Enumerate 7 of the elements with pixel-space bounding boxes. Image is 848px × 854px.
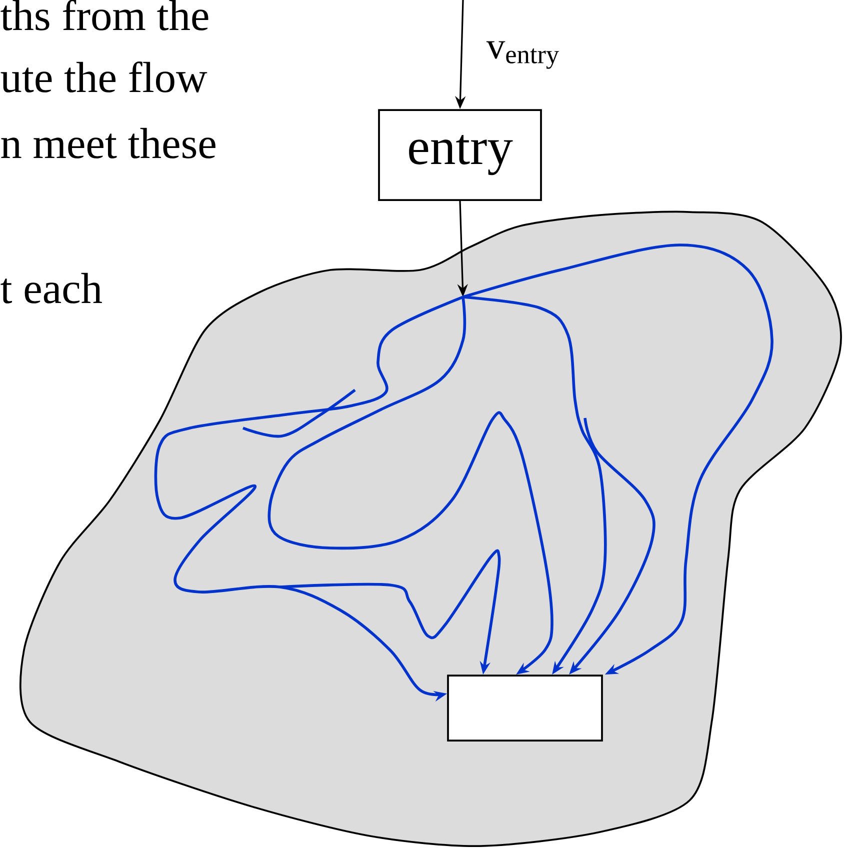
process-box: entry bbox=[378, 109, 542, 201]
text-fragment: ute the flow bbox=[0, 62, 208, 92]
edge-label: v$_{entry}$ bbox=[485, 40, 561, 70]
region-blob bbox=[20, 210, 842, 847]
target-box bbox=[447, 674, 603, 742]
text-fragment: t each bbox=[0, 272, 102, 304]
text-fragment: n meet these bbox=[1, 128, 216, 158]
